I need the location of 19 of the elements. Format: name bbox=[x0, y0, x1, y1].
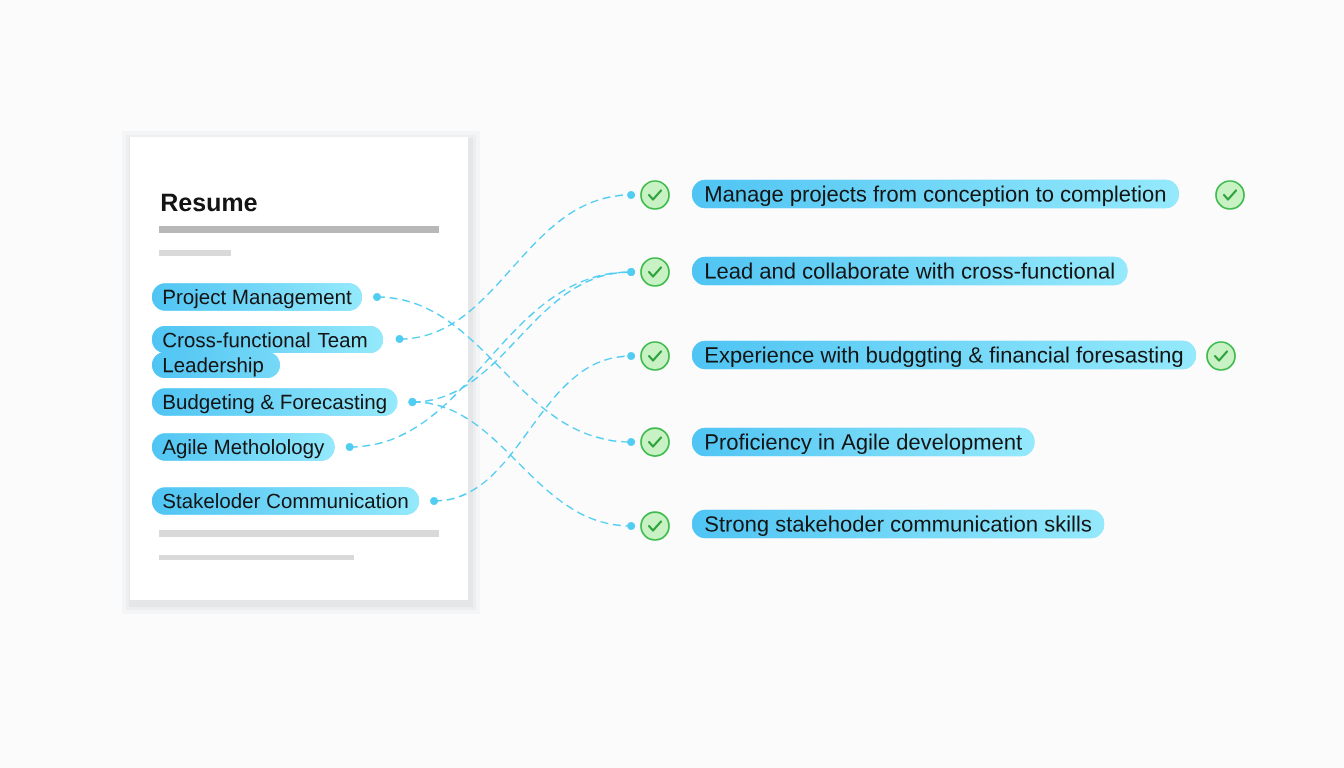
check-icon bbox=[640, 511, 670, 541]
skill-pill: Agile Metholology bbox=[152, 433, 335, 461]
requirement-pill: Lead and collaborate with cross-functional bbox=[692, 256, 1128, 286]
requirement-pill: Strong stakehoder communication skills bbox=[692, 509, 1105, 539]
connector-line bbox=[395, 191, 636, 343]
requirement-pill: Proficiency in Agile development bbox=[692, 427, 1035, 457]
connector-line bbox=[373, 293, 636, 446]
check-icon bbox=[640, 341, 670, 371]
connector-line bbox=[430, 352, 636, 505]
connector-line bbox=[408, 398, 636, 530]
requirement-pill: Manage projects from conception to completion bbox=[692, 179, 1179, 209]
check-icon bbox=[640, 427, 670, 457]
check-icon bbox=[640, 257, 670, 287]
skill-pill: Stakeloder Communication bbox=[152, 487, 420, 515]
check-icon bbox=[640, 180, 670, 210]
requirement-pill: Experience with budggting & financial foresasting bbox=[692, 340, 1196, 370]
connector-line bbox=[345, 268, 636, 451]
skill-pill: Project Management bbox=[152, 283, 362, 311]
skill-pill: Budgeting & Forecasting bbox=[152, 388, 398, 416]
